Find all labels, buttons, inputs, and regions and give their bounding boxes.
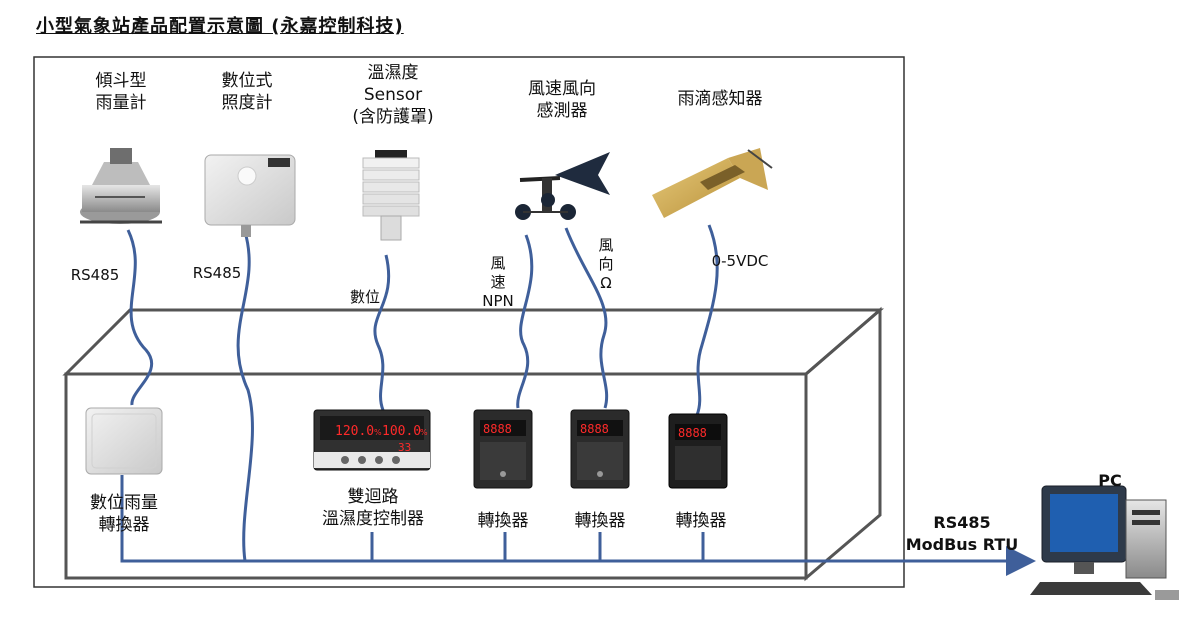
controller-display-3: 33 bbox=[398, 441, 411, 454]
raindrop-sensor-label: 雨滴感知器 bbox=[677, 89, 763, 109]
converter-dir-label: 轉換器 bbox=[574, 511, 626, 531]
converter-speed-image: 8888 bbox=[473, 409, 533, 489]
rain-converter-image bbox=[85, 407, 163, 475]
svg-text:8888: 8888 bbox=[483, 422, 512, 436]
pc-label: PC bbox=[1098, 471, 1122, 490]
signal-label-rain-gauge: RS485 bbox=[70, 266, 120, 284]
rain-gauge-label: 傾斗型雨量計 bbox=[95, 71, 147, 113]
sensor-cables bbox=[126, 224, 719, 562]
th-controller-label: 雙迴路溫濕度控制器 bbox=[322, 487, 424, 529]
svg-text:8888: 8888 bbox=[678, 426, 707, 440]
signal-label-temp-humidity: 數位 bbox=[349, 288, 380, 306]
controller-display-1: 120.0 bbox=[335, 424, 374, 439]
cabinet-box bbox=[62, 306, 885, 582]
outer-frame bbox=[33, 56, 905, 588]
rs485-bus bbox=[120, 475, 1036, 576]
signal-label-raindrop: 0-5VDC bbox=[711, 252, 769, 270]
diagram-title: 小型氣象站產品配置示意圖 (永嘉控制科技) bbox=[36, 16, 404, 37]
svg-text:%: % bbox=[420, 428, 428, 437]
signal-label-lux-meter: RS485 bbox=[192, 264, 242, 282]
wind-sensor-image bbox=[515, 152, 610, 220]
lux-meter-label: 數位式照度計 bbox=[221, 71, 273, 113]
temp-humidity-shield-image bbox=[362, 150, 420, 241]
th-controller-image: 120.0 % 100.0 % 33 bbox=[313, 409, 431, 471]
rain-converter-label: 數位雨量轉換器 bbox=[90, 493, 158, 535]
converter-dir-image: 8888 bbox=[570, 409, 630, 489]
pc-image bbox=[1030, 485, 1179, 600]
converter-rain-label: 轉換器 bbox=[675, 511, 727, 531]
rain-gauge-image bbox=[80, 148, 162, 224]
svg-text:8888: 8888 bbox=[580, 422, 609, 436]
controller-display-2: 100.0 bbox=[382, 424, 421, 439]
converter-rain-image: 8888 bbox=[668, 413, 728, 489]
converter-speed-label: 轉換器 bbox=[477, 511, 529, 531]
lux-meter-image bbox=[204, 154, 296, 237]
wind-sensor-label: 風速風向感測器 bbox=[528, 79, 596, 121]
svg-text:%: % bbox=[374, 428, 382, 437]
raindrop-sensor-image bbox=[652, 148, 773, 218]
